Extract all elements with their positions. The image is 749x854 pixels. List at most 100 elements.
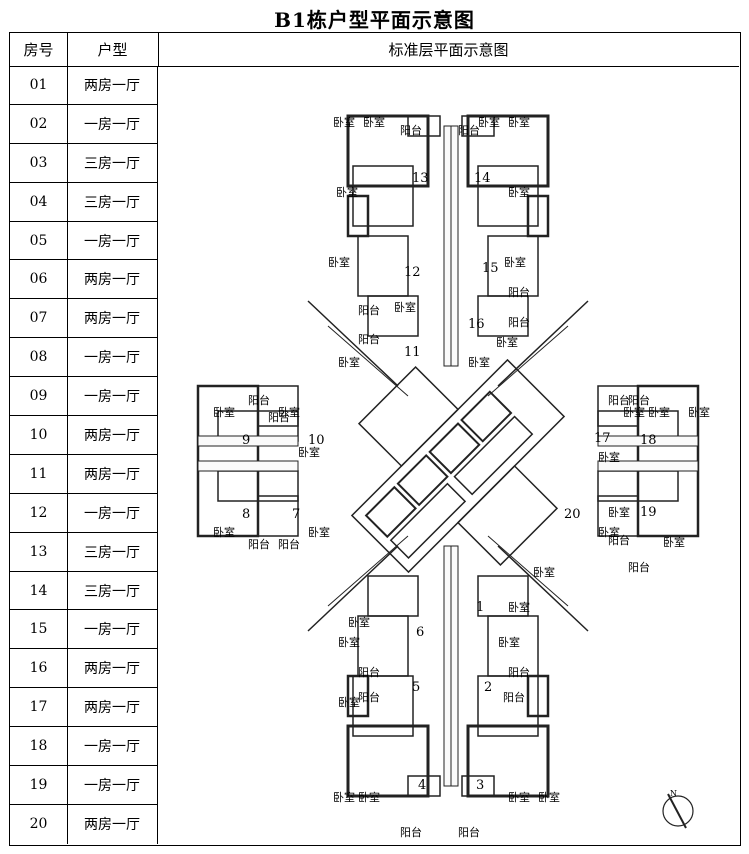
- unit-number-label: 3: [476, 778, 484, 793]
- bedroom-label: 卧室: [394, 300, 416, 314]
- unit-number-label: 13: [412, 171, 429, 186]
- room-number: 15: [10, 610, 68, 649]
- plan-wing: [350, 358, 566, 574]
- plan-wall: [461, 775, 495, 797]
- balcony-label: 阳台: [400, 123, 422, 137]
- plan-wall: [367, 295, 419, 337]
- unit-number-label: 16: [468, 317, 485, 332]
- bedroom-label: 卧室: [623, 405, 645, 419]
- unit-number-label: 7: [292, 507, 300, 522]
- bedroom-label: 卧室: [468, 355, 490, 369]
- room-number: 09: [10, 377, 68, 416]
- plan-wall: [487, 325, 569, 397]
- balcony-label: 阳台: [508, 285, 530, 299]
- balcony-label: 阳台: [358, 690, 380, 704]
- balcony-label: 阳台: [248, 393, 270, 407]
- balcony-label: 阳台: [278, 537, 300, 551]
- unit-type: 两房一厅: [67, 804, 158, 844]
- plan-wall: [526, 194, 550, 238]
- balcony-label: 阳台: [458, 123, 480, 137]
- bedroom-label: 卧室: [213, 405, 235, 419]
- bedroom-label: 卧室: [688, 405, 710, 419]
- unit-number-label: 4: [418, 778, 426, 793]
- core-shaft: [428, 422, 481, 475]
- bedroom-label: 卧室: [663, 535, 685, 549]
- bedroom-label: 卧室: [508, 600, 530, 614]
- header-unit-type: 户型: [67, 33, 159, 67]
- bedroom-label: 卧室: [508, 115, 530, 129]
- room-number: 06: [10, 260, 68, 299]
- plan-wall: [367, 575, 419, 617]
- core-shaft: [456, 464, 559, 567]
- unit-type: 三房一厅: [67, 182, 158, 221]
- plan-wall: [461, 115, 495, 137]
- floor-plan-drawing: 卧室卧室卧室卧室卧室卧室卧室卧室卧室卧室卧室卧室卧室卧室卧室卧室卧室卧室卧室卧室…: [196, 114, 710, 839]
- plan-wall: [407, 775, 441, 797]
- unit-number-label: 11: [404, 345, 421, 360]
- unit-number-label: 14: [474, 171, 491, 186]
- plan-wall: [257, 385, 299, 427]
- unit-type: 两房一厅: [67, 416, 158, 454]
- bedroom-label: 卧室: [538, 790, 560, 804]
- plan-wall: [327, 535, 409, 607]
- bedroom-label: 卧室: [298, 445, 320, 459]
- unit-number-label: 9: [242, 433, 250, 448]
- balcony-label: 阳台: [628, 560, 650, 574]
- room-number: 14: [10, 571, 68, 610]
- unit-number-label: 17: [594, 431, 611, 446]
- plan-wall: [477, 575, 529, 617]
- floor-plan: 卧室卧室卧室卧室卧室卧室卧室卧室卧室卧室卧室卧室卧室卧室卧室卧室卧室卧室卧室卧室…: [158, 66, 739, 844]
- bedroom-label: 卧室: [333, 790, 355, 804]
- room-number: 02: [10, 104, 68, 143]
- bedroom-label: 卧室: [333, 115, 355, 129]
- bedroom-label: 卧室: [496, 335, 518, 349]
- plan-wall: [407, 115, 441, 137]
- plan-wall: [307, 300, 399, 387]
- header-floor-plan: 标准层平面示意图: [158, 33, 739, 67]
- bedroom-label: 卧室: [338, 695, 360, 709]
- unit-number-label: 19: [640, 505, 657, 520]
- bedroom-label: 卧室: [338, 355, 360, 369]
- unit-type: 两房一厅: [67, 649, 158, 688]
- unit-number-label: 8: [242, 507, 250, 522]
- core-shaft: [396, 453, 449, 507]
- core-shaft: [364, 485, 417, 539]
- unit-type: 一房一厅: [67, 493, 158, 532]
- page-title: B1栋户型平面示意图: [274, 8, 475, 32]
- room-number: 16: [10, 649, 68, 688]
- room-number: 18: [10, 727, 68, 766]
- balcony-label: 阳台: [358, 665, 380, 679]
- unit-type: 两房一厅: [67, 299, 158, 338]
- unit-type: 一房一厅: [67, 727, 158, 766]
- bedroom-label: 卧室: [478, 115, 500, 129]
- plan-wall: [487, 535, 569, 607]
- unit-type: 一房一厅: [67, 766, 158, 804]
- room-number: 17: [10, 688, 68, 727]
- room-number: 08: [10, 338, 68, 377]
- unit-type: 两房一厅: [67, 454, 158, 493]
- compass-north-label: N: [670, 789, 677, 798]
- bedroom-label: 卧室: [648, 405, 670, 419]
- room-number: 10: [10, 416, 68, 454]
- plan-wall: [357, 235, 409, 297]
- bedroom-label: 卧室: [508, 790, 530, 804]
- core-shaft: [460, 390, 513, 443]
- plan-wall: [466, 114, 550, 188]
- room-number: 04: [10, 182, 68, 221]
- plan-wall: [477, 295, 529, 337]
